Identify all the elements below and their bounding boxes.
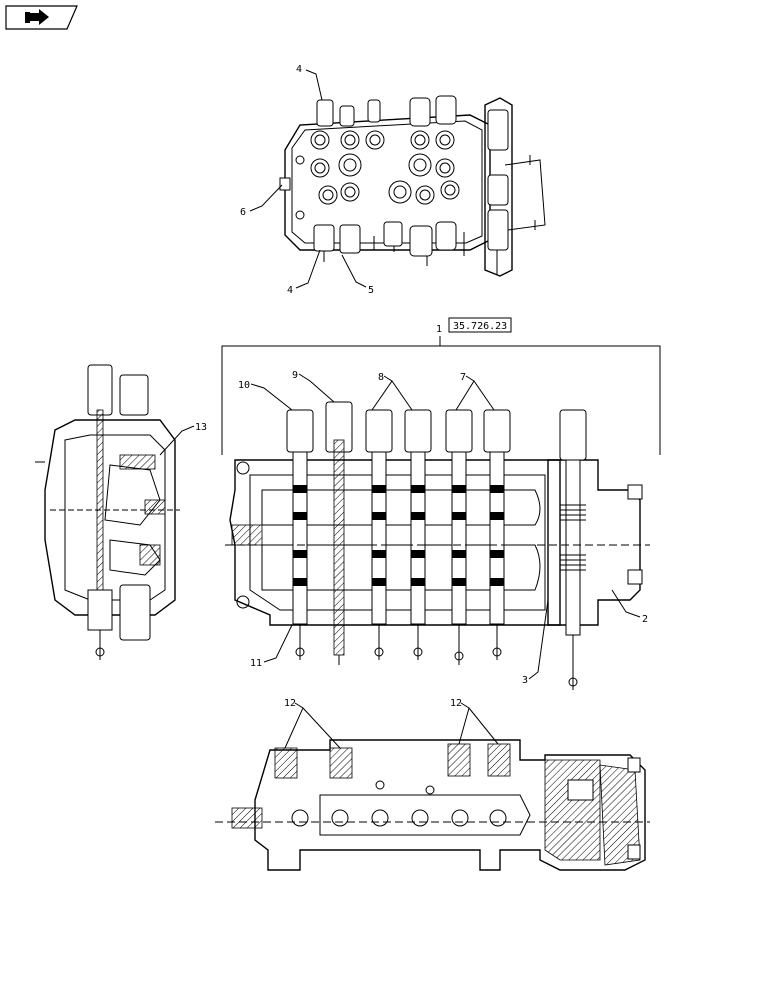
callout-leaders	[159, 69, 641, 749]
callout-7: 7	[460, 372, 466, 383]
callout-13: 13	[195, 422, 207, 433]
callout-11: 11	[250, 658, 262, 669]
callout-10: 10	[238, 380, 250, 391]
callout-6: 6	[240, 207, 246, 218]
callout-4-top: 4	[296, 64, 302, 75]
valve-bottom-section-view	[215, 739, 650, 871]
callout-3: 3	[522, 675, 528, 686]
spool-4	[404, 409, 432, 660]
callout-12-right: 12	[450, 698, 462, 709]
spool-2	[325, 401, 353, 665]
valve-main-section-view	[221, 336, 661, 690]
callout-12-left: 12	[284, 698, 296, 709]
valve-side-section-view	[35, 364, 180, 660]
forward-arrow-icon	[25, 9, 49, 25]
reference-box-text: 35.726.23	[453, 321, 507, 332]
callout-5: 5	[368, 285, 374, 296]
spool-6	[483, 409, 511, 660]
reference-box	[448, 317, 512, 333]
spool-1	[286, 409, 314, 660]
valve-isometric-view	[279, 95, 546, 277]
callout-4-bottom: 4	[287, 285, 293, 296]
callout-8: 8	[378, 372, 384, 383]
spool-3	[365, 409, 393, 660]
callout-2: 2	[642, 614, 648, 625]
spool-5	[445, 409, 473, 665]
callout-9: 9	[292, 370, 298, 381]
nav-forward-button[interactable]	[5, 5, 78, 30]
callout-1: 1	[436, 324, 442, 335]
